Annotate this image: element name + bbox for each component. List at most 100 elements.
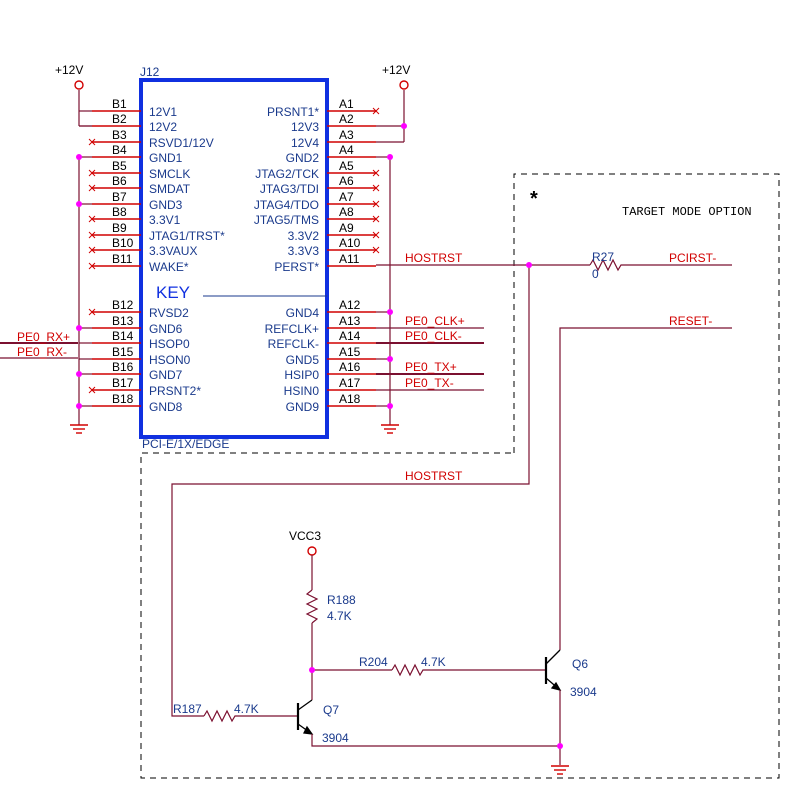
pin-number: A10 bbox=[339, 236, 361, 250]
pin-name: 12V1 bbox=[149, 105, 177, 119]
pin-name: GND8 bbox=[149, 400, 183, 414]
pin-number: A17 bbox=[339, 376, 361, 390]
pin-name: SMCLK bbox=[149, 167, 190, 181]
pin-number: B15 bbox=[112, 345, 134, 359]
option-box-outline bbox=[140, 173, 780, 779]
pin-number: A1 bbox=[339, 97, 354, 111]
pin-number: B11 bbox=[112, 252, 133, 266]
r187-value: 4.7K bbox=[234, 702, 259, 716]
hostrst-wiring bbox=[171, 264, 732, 717]
pin-a9: A9 3.3V2 bbox=[288, 221, 380, 243]
option-boxes bbox=[140, 173, 780, 779]
pin-name: REFCLK+ bbox=[265, 322, 319, 336]
r187-resistor bbox=[203, 709, 238, 723]
q7-emitter-wire bbox=[311, 734, 560, 747]
r187-ref: R187 bbox=[173, 702, 202, 716]
r204-resistor bbox=[391, 663, 426, 677]
pin-name: 12V2 bbox=[149, 120, 177, 134]
left-12v-label: +12V bbox=[55, 63, 83, 77]
pin-number: B4 bbox=[112, 143, 127, 157]
net-pe0-tx-p: PE0_TX+ bbox=[405, 360, 457, 374]
net-pe0-clk-p: PE0_CLK+ bbox=[405, 314, 465, 328]
pin-number: A15 bbox=[339, 345, 361, 359]
r204-value: 4.7K bbox=[421, 655, 446, 669]
pin-b1: B1 12V1 bbox=[79, 97, 177, 119]
vcc3-wiring bbox=[305, 555, 546, 700]
left-pin-group: B112V1B212V2B3RSVD1/12VB4GND1B5SMCLKB6SM… bbox=[79, 97, 225, 414]
pin-name: WAKE* bbox=[149, 260, 189, 274]
pin-name: GND4 bbox=[286, 306, 320, 320]
pin-name: 3.3V1 bbox=[149, 213, 181, 227]
r27-value: 0 bbox=[592, 267, 599, 281]
pin-number: A13 bbox=[339, 314, 361, 328]
pin-number: A11 bbox=[339, 252, 360, 266]
net-pe0-rx-p: PE0_RX+ bbox=[17, 330, 70, 344]
pin-name: RVSD2 bbox=[149, 306, 189, 320]
pin-number: B7 bbox=[112, 190, 127, 204]
pin-name: JTAG2/TCK bbox=[255, 167, 319, 181]
pin-name: 3.3VAUX bbox=[149, 244, 197, 258]
junctions bbox=[76, 123, 563, 749]
pin-number: B3 bbox=[112, 128, 127, 142]
pin-name: GND3 bbox=[149, 198, 183, 212]
pin-b8: B83.3V1 bbox=[88, 205, 181, 227]
option-asterisk: * bbox=[530, 188, 538, 210]
diff-pair-wires bbox=[0, 327, 484, 391]
net-pe0-rx-n: PE0_RX- bbox=[17, 345, 67, 359]
pin-name: JTAG1/TRST* bbox=[149, 229, 225, 243]
pin-number: B1 bbox=[112, 97, 127, 111]
net-pe0-tx-n: PE0_TX- bbox=[405, 376, 454, 390]
right-12v-symbol bbox=[399, 80, 409, 90]
pin-number: A4 bbox=[339, 143, 354, 157]
r27-resistor bbox=[589, 258, 624, 272]
pin-name: GND7 bbox=[149, 368, 183, 382]
right-12v-label: +12V bbox=[382, 63, 410, 77]
pin-name: 3.3V2 bbox=[288, 229, 320, 243]
pin-name: REFCLK- bbox=[268, 337, 319, 351]
pin-number: B17 bbox=[112, 376, 134, 390]
pin-name: PRSNT2* bbox=[149, 384, 201, 398]
pin-number: A14 bbox=[339, 329, 361, 343]
r187-wiring bbox=[203, 709, 298, 723]
pin-name: GND9 bbox=[286, 400, 320, 414]
pin-name: PRSNT1* bbox=[267, 105, 319, 119]
pin-number: A9 bbox=[339, 221, 354, 235]
pin-name: JTAG4/TDO bbox=[254, 198, 319, 212]
pin-number: B13 bbox=[112, 314, 134, 328]
pin-name: PERST* bbox=[274, 260, 319, 274]
pin-name: HSIN0 bbox=[284, 384, 320, 398]
option-label: TARGET MODE OPTION bbox=[622, 205, 752, 219]
net-reset: RESET- bbox=[669, 314, 712, 328]
pin-name: JTAG5/TMS bbox=[254, 213, 319, 227]
pin-number: B9 bbox=[112, 221, 127, 235]
pin-number: A6 bbox=[339, 174, 354, 188]
pin-number: A7 bbox=[339, 190, 354, 204]
pin-number: A12 bbox=[339, 298, 361, 312]
r188-value: 4.7K bbox=[327, 609, 352, 623]
q6-ref: Q6 bbox=[572, 657, 588, 671]
pin-number: B6 bbox=[112, 174, 127, 188]
pin-name: HSOP0 bbox=[149, 337, 190, 351]
pin-number: A18 bbox=[339, 392, 361, 406]
